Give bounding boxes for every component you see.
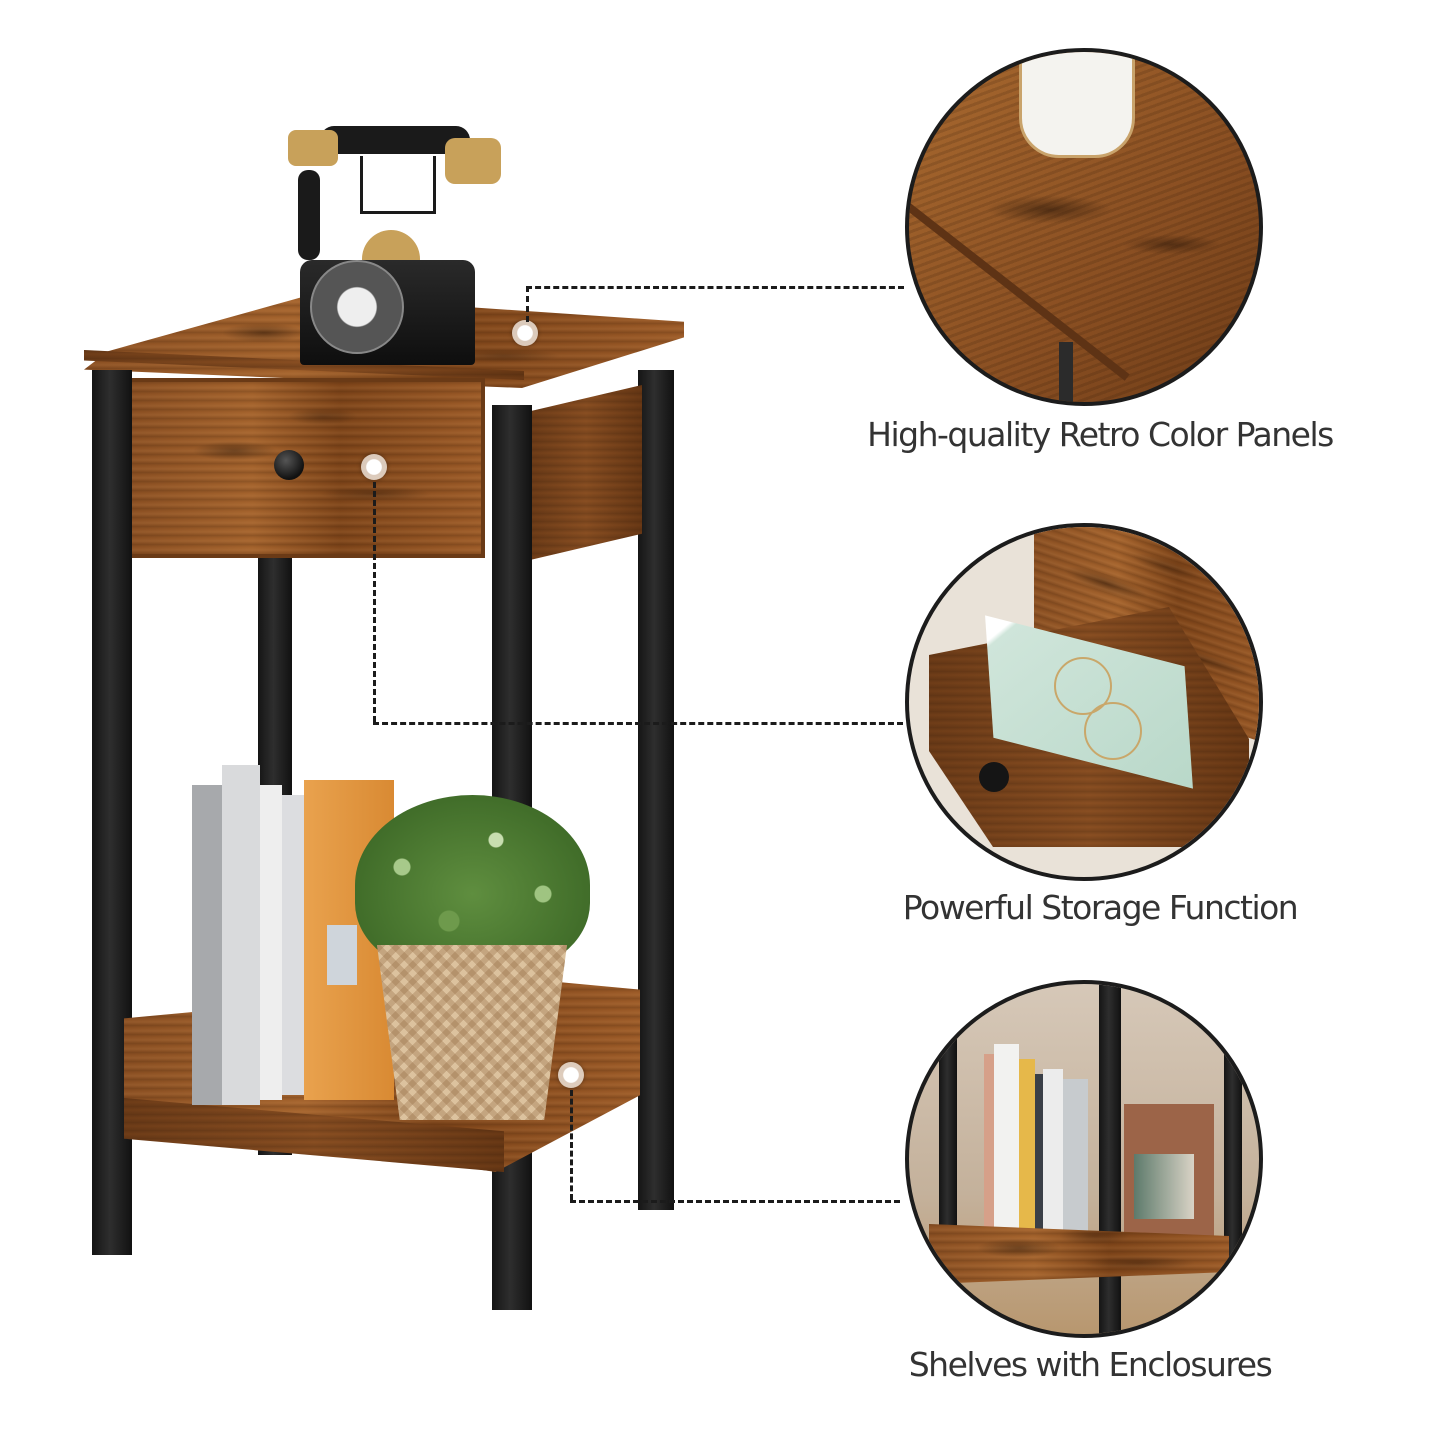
shelf-books [984,1044,1214,1244]
callout-line-drawer-vertical [373,482,376,722]
side-panel [530,385,642,560]
product-illustration [0,0,720,1445]
rotary-dial-icon [310,260,404,354]
feature-circle-shelves [905,980,1263,1338]
callout-marker-tabletop[interactable] [512,320,538,346]
callout-line-tabletop-horizontal [526,286,904,289]
drawer-knob-icon [274,450,304,480]
callout-line-drawer-horizontal [373,722,903,725]
callout-marker-drawer[interactable] [361,454,387,480]
feature-label-shelves: Shelves with Enclosures [908,1345,1273,1384]
glasses-icon [1054,657,1112,715]
feature-circle-storage [905,523,1263,881]
vintage-telephone [280,120,505,365]
callout-line-tabletop-vertical [526,286,529,322]
metal-frame-edge [1059,342,1073,402]
feature-circle-panels [905,48,1263,406]
drawer-knob-icon [979,762,1009,792]
feature-label-storage: Powerful Storage Function [902,888,1299,927]
callout-line-shelf-vertical [570,1090,573,1200]
potted-plant [355,795,590,1125]
flower-pot [1019,52,1135,158]
drawer-front [125,378,485,558]
back-right-leg [638,370,674,1210]
shelf-with-enclosure [929,1224,1229,1284]
feature-label-panels: High-quality Retro Color Panels [867,415,1334,454]
photo-card [1134,1154,1194,1219]
callout-marker-shelf[interactable] [558,1062,584,1088]
callout-line-shelf-horizontal [570,1200,900,1203]
woven-basket [377,945,567,1120]
